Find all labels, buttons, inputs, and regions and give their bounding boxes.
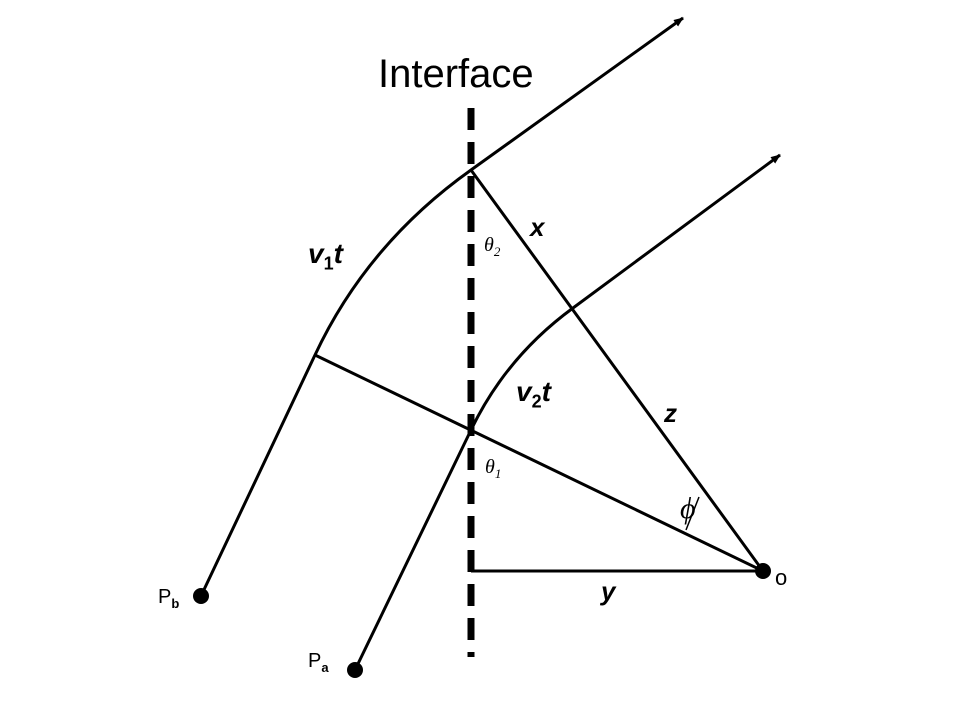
z-label: z [664,398,677,428]
ray-a [353,153,781,671]
origin-point [755,563,771,579]
wavefront-line [314,353,764,573]
point-pb [193,588,209,604]
theta1-label: θ1 [485,456,502,481]
phi-tick [685,496,700,531]
x-label: x [530,212,545,242]
pa-label: Pa [308,650,329,675]
v2t-label: v2t [516,376,551,412]
theta2-label: θ2 [484,234,501,259]
point-pa [347,662,363,678]
phi-label: ϕ [680,492,696,525]
ray-b [199,16,684,597]
pb-label: Pb [158,586,180,611]
origin-label: o [775,565,788,590]
z-line [469,169,765,572]
y-label: y [601,576,616,606]
v1t-label: v1t [308,238,343,274]
interface-title: Interface [378,52,534,96]
